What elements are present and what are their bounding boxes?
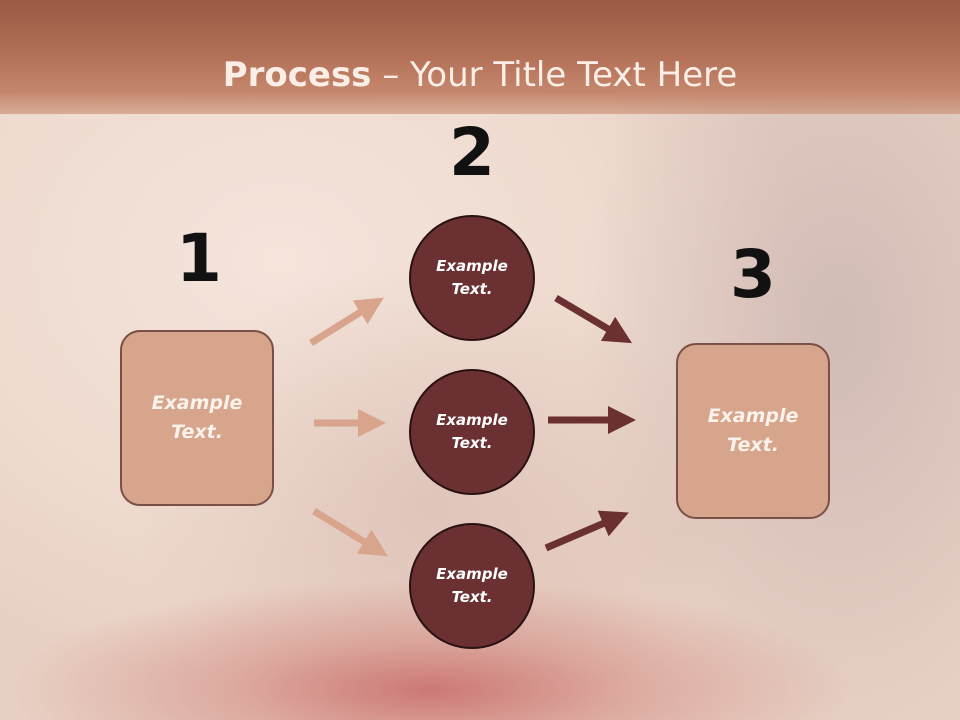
step-3-box[interactable]: Example Text. <box>676 343 830 519</box>
circle-bottom[interactable]: Example Text. <box>409 523 535 649</box>
step-1-box[interactable]: Example Text. <box>120 330 274 506</box>
arrow-circle-top-to-box3 <box>554 294 633 344</box>
step-1-text: Example Text. <box>151 392 243 443</box>
step-number-3: 3 <box>730 236 776 313</box>
slide-title[interactable]: Process – Your Title Text Here <box>0 52 960 98</box>
circle-top-text: Example Text. <box>436 257 508 298</box>
title-rest: – Your Title Text Here <box>371 55 738 95</box>
circle-middle-text: Example Text. <box>436 411 508 452</box>
step-3-text: Example Text. <box>707 405 799 456</box>
circle-bottom-text: Example Text. <box>436 565 508 606</box>
circle-top[interactable]: Example Text. <box>409 215 535 341</box>
arrow-box1-to-circle-bottom <box>312 508 388 557</box>
arrow-circle-bottom-to-box3 <box>544 510 629 552</box>
step-number-2: 2 <box>449 114 495 191</box>
arrow-box1-to-circle-top <box>309 297 384 346</box>
title-bold: Process <box>222 55 372 95</box>
title-bar <box>0 0 960 114</box>
circle-middle[interactable]: Example Text. <box>409 369 535 495</box>
step-number-1: 1 <box>176 220 222 297</box>
